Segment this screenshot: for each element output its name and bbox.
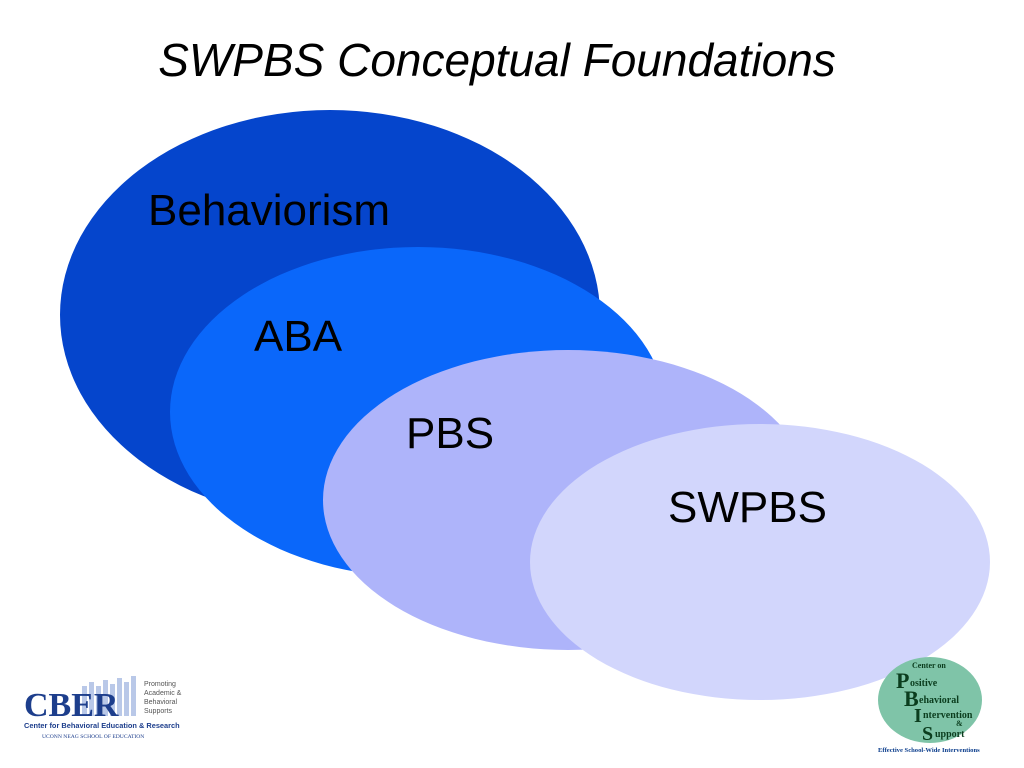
pbis-word-behavioral: ehavioral (919, 695, 959, 706)
pbis-letter-i: I (914, 705, 922, 727)
behaviorism-label: Behaviorism (148, 186, 390, 235)
slide-title: SWPBS Conceptual Foundations (158, 34, 836, 86)
pbis-word-support: upport (935, 729, 965, 740)
pbis-logo: Center on P ositive B ehavioral I nterve… (878, 657, 982, 754)
pbis-ampersand: & (956, 719, 963, 728)
pbis-letter-p: P (896, 668, 909, 693)
cber-tagline-1: Promoting (144, 681, 176, 688)
pbis-word-positive: ositive (910, 678, 938, 689)
pbis-header: Center on (912, 661, 946, 670)
pbis-letter-s: S (922, 723, 933, 745)
pbis-letter-b: B (904, 686, 919, 711)
cber-tagline-2: Academic & (144, 690, 182, 697)
swpbs-ellipse (530, 424, 990, 700)
cber-mark: CBER (24, 687, 119, 724)
aba-label: ABA (254, 312, 343, 361)
pbis-word-intervention: ntervention (923, 710, 973, 721)
cber-logo: CBER Promoting Academic & Behavioral Sup… (24, 676, 182, 740)
cber-tagline-3: Behavioral (144, 699, 178, 706)
cber-full-name: Center for Behavioral Education & Resear… (24, 721, 180, 730)
pbs-label: PBS (406, 409, 494, 458)
pbis-footer: Effective School-Wide Interventions (878, 747, 980, 754)
swpbs-label: SWPBS (668, 483, 827, 532)
cber-school: UCONN NEAG SCHOOL OF EDUCATION (42, 734, 144, 740)
cber-tagline-4: Supports (144, 708, 173, 715)
pbis-logo-circle (878, 657, 982, 743)
cber-bar-graphic (82, 676, 136, 716)
